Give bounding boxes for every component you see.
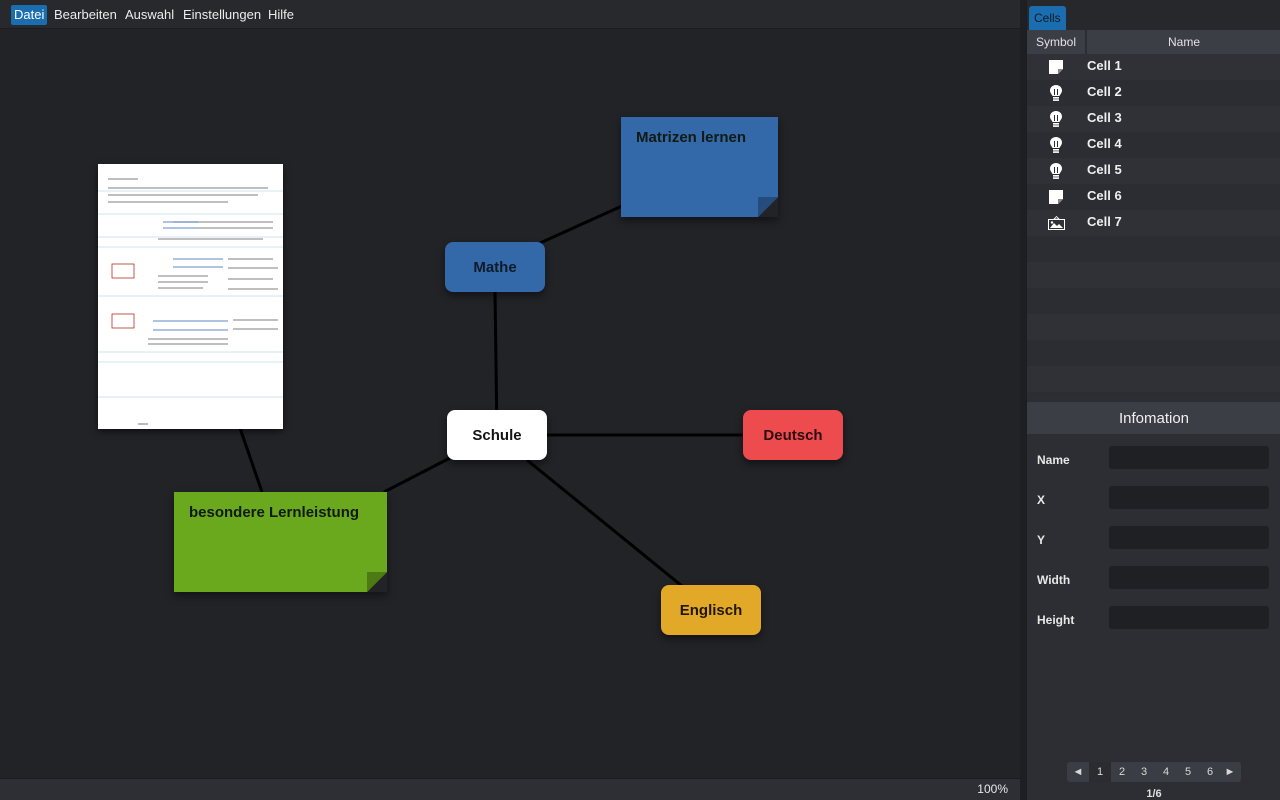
info-title: Infomation — [1027, 404, 1280, 434]
status-bar: 100% — [0, 778, 1020, 800]
node-englisch-label: Englisch — [679, 601, 743, 619]
width-field[interactable] — [1109, 566, 1269, 589]
name-field[interactable] — [1109, 446, 1269, 469]
zoom-level: 100% — [977, 782, 1008, 796]
node-deutsch[interactable]: Deutsch — [743, 410, 843, 460]
y-field[interactable] — [1109, 526, 1269, 549]
note-matrizen-lernen[interactable]: Matrizen lernen — [621, 117, 778, 217]
empty-row — [1027, 262, 1280, 288]
cells-table: Symbol Name Cell 1 Cell 2 Cell 3 Cell 4 Cell… — [1027, 30, 1280, 398]
edge-mathe-matrizen — [539, 204, 623, 245]
note-fold-icon — [758, 197, 778, 217]
lightbulb-icon — [1047, 110, 1065, 127]
lightbulb-icon — [1047, 84, 1065, 101]
main-area: Datei Bearbeiten Auswahl Einstellungen H… — [0, 0, 1020, 800]
cell-name: Cell 6 — [1087, 188, 1122, 203]
cell-name: Cell 2 — [1087, 84, 1122, 99]
cell-name: Cell 3 — [1087, 110, 1122, 125]
menu-datei[interactable]: Datei — [11, 5, 48, 25]
notes-page-image — [98, 178, 283, 425]
column-header-symbol[interactable]: Symbol — [1027, 30, 1085, 54]
sticky-note-icon — [1047, 59, 1065, 75]
field-label-y: Y — [1037, 533, 1046, 547]
next-page-button[interactable]: ► — [1224, 766, 1236, 778]
page-2-button[interactable]: 2 — [1118, 766, 1126, 778]
page-5-button[interactable]: 5 — [1184, 766, 1192, 778]
node-mathe[interactable]: Mathe — [445, 242, 545, 292]
table-row[interactable]: Cell 7 — [1027, 210, 1280, 236]
node-englisch[interactable]: Englisch — [661, 585, 761, 635]
cell-name: Cell 1 — [1087, 58, 1122, 73]
x-field[interactable] — [1109, 486, 1269, 509]
right-panel: Cells Symbol Name Cell 1 Cell 2 Cell 3 Cell… — [1026, 0, 1280, 800]
field-label-x: X — [1037, 493, 1046, 507]
prev-page-button[interactable]: ◄ — [1072, 766, 1084, 778]
note-matrizen-label: Matrizen lernen — [636, 129, 747, 146]
empty-row — [1027, 314, 1280, 340]
node-mathe-label: Mathe — [473, 258, 517, 276]
lightbulb-icon — [1047, 162, 1065, 179]
page-indicator: 1/6 — [1146, 788, 1162, 800]
column-header-name[interactable]: Name — [1087, 30, 1280, 54]
edge-schule-englisch — [526, 458, 683, 588]
field-label-name: Name — [1037, 453, 1070, 467]
node-deutsch-label: Deutsch — [763, 426, 823, 444]
table-row[interactable]: Cell 1 — [1027, 54, 1280, 80]
page-3-button[interactable]: 3 — [1140, 766, 1148, 778]
cell-name: Cell 4 — [1087, 136, 1122, 151]
empty-row — [1027, 236, 1280, 262]
cell-name: Cell 5 — [1087, 162, 1122, 177]
menu-auswahl[interactable]: Auswahl — [125, 7, 175, 22]
node-schule[interactable]: Schule — [447, 410, 547, 460]
sticky-note-icon — [1047, 189, 1065, 205]
empty-row — [1027, 366, 1280, 392]
menu-bar: Datei Bearbeiten Auswahl Einstellungen H… — [0, 0, 1020, 29]
tab-cells[interactable]: Cells — [1029, 6, 1066, 30]
table-row[interactable]: Cell 2 — [1027, 80, 1280, 106]
node-schule-label: Schule — [472, 426, 522, 444]
table-row[interactable]: Cell 4 — [1027, 132, 1280, 158]
table-row[interactable]: Cell 3 — [1027, 106, 1280, 132]
note-lernleistung-label: besondere Lernleistung — [189, 504, 360, 521]
menu-hilfe[interactable]: Hilfe — [268, 7, 295, 22]
height-field[interactable] — [1109, 606, 1269, 629]
table-row[interactable]: Cell 6 — [1027, 184, 1280, 210]
edge-schule-lernleistung — [383, 456, 451, 494]
page-1-button[interactable]: 1 — [1089, 762, 1111, 782]
edges-layer — [238, 204, 743, 588]
menu-bearbeiten[interactable]: Bearbeiten — [54, 7, 117, 22]
empty-row — [1027, 340, 1280, 366]
menu-einstellungen[interactable]: Einstellungen — [183, 7, 262, 22]
lightbulb-icon — [1047, 136, 1065, 153]
field-label-width: Width — [1037, 573, 1071, 587]
information-panel: Infomation Name X Y Width Height ◄ 1 2 3… — [1027, 402, 1280, 800]
page-6-button[interactable]: 6 — [1206, 766, 1214, 778]
note-besondere-lernleistung[interactable]: besondere Lernleistung — [174, 492, 387, 592]
tab-bar: Cells — [1027, 0, 1280, 30]
note-fold-icon — [367, 572, 387, 592]
image-cell-notes[interactable] — [98, 164, 283, 429]
field-label-height: Height — [1037, 613, 1075, 627]
edge-image-lernleistung — [238, 427, 264, 493]
table-row[interactable]: Cell 5 — [1027, 158, 1280, 184]
pagination: ◄ 1 2 3 4 5 6 ► — [1067, 762, 1241, 782]
cell-name: Cell 7 — [1087, 214, 1122, 229]
page-4-button[interactable]: 4 — [1162, 766, 1170, 778]
empty-row — [1027, 288, 1280, 314]
image-icon — [1047, 215, 1065, 231]
mindmap-canvas[interactable]: Matrizen lernen besondere Lernleistung M… — [0, 30, 1020, 778]
